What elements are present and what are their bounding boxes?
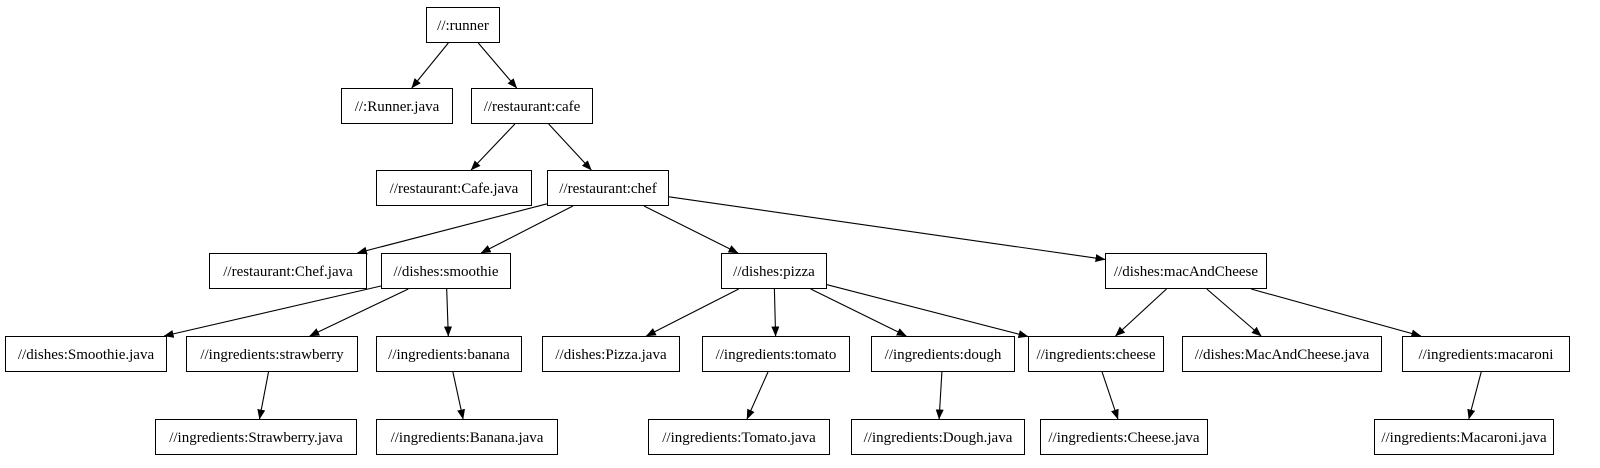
edge-pizza-to-tomato xyxy=(771,288,780,337)
node-runner: //:runner xyxy=(426,7,500,43)
edge-macandcheese-to-cheese xyxy=(1115,288,1167,337)
node-banana-java: //ingredients:Banana.java xyxy=(376,419,558,455)
edge-cafe-to-cafe_java xyxy=(470,123,516,171)
node-macandcheese-java: //dishes:MacAndCheese.java xyxy=(1182,336,1382,372)
node-chef: //restaurant:chef xyxy=(547,170,669,206)
edge-strawberry-to-strawberry_java xyxy=(257,371,270,420)
edge-macaroni-to-macaroni_java xyxy=(1467,371,1482,420)
edge-macandcheese-to-macaroni xyxy=(1250,288,1422,338)
edge-smoothie-to-banana xyxy=(443,288,452,337)
node-cafe: //restaurant:cafe xyxy=(471,88,593,124)
node-runner-java: //:Runner.java xyxy=(341,88,453,124)
edge-smoothie-to-strawberry xyxy=(309,288,409,337)
node-strawberry: //ingredients:strawberry xyxy=(186,336,358,372)
node-dough: //ingredients:dough xyxy=(871,336,1015,372)
node-dough-java: //ingredients:Dough.java xyxy=(851,419,1025,455)
edge-cafe-to-chef xyxy=(548,123,592,171)
edge-runner-to-runner_java xyxy=(411,42,449,89)
node-strawberry-java: //ingredients:Strawberry.java xyxy=(155,419,357,455)
edge-pizza-to-cheese xyxy=(826,284,1029,339)
edge-banana-to-banana_java xyxy=(452,371,465,420)
edge-cheese-to-cheese_java xyxy=(1101,371,1119,420)
edge-smoothie-to-smoothie_java xyxy=(163,285,382,338)
edge-pizza-to-dough xyxy=(810,288,907,337)
node-cheese: //ingredients:cheese xyxy=(1028,336,1164,372)
edge-chef-to-macandcheese xyxy=(668,196,1106,263)
edge-chef-to-smoothie xyxy=(480,205,574,254)
edge-macandcheese-to-macandcheese_java xyxy=(1206,288,1262,337)
node-smoothie: //dishes:smoothie xyxy=(381,253,511,289)
node-macaroni-java: //ingredients:Macaroni.java xyxy=(1374,419,1554,455)
node-pizza: //dishes:pizza xyxy=(721,253,827,289)
edge-chef-to-chef_java xyxy=(356,203,548,255)
node-chef-java: //restaurant:Chef.java xyxy=(209,253,367,289)
edge-pizza-to-pizza_java xyxy=(645,288,739,337)
edge-dough-to-dough_java xyxy=(935,371,944,420)
node-macaroni: //ingredients:macaroni xyxy=(1402,336,1570,372)
node-cheese-java: //ingredients:Cheese.java xyxy=(1040,419,1208,455)
edge-chef-to-pizza xyxy=(643,205,739,254)
node-cafe-java: //restaurant:Cafe.java xyxy=(376,170,532,206)
node-pizza-java: //dishes:Pizza.java xyxy=(542,336,680,372)
node-smoothie-java: //dishes:Smoothie.java xyxy=(5,336,167,372)
node-tomato: //ingredients:tomato xyxy=(702,336,850,372)
edge-tomato-to-tomato_java xyxy=(746,371,769,420)
node-banana: //ingredients:banana xyxy=(376,336,522,372)
node-tomato-java: //ingredients:Tomato.java xyxy=(648,419,830,455)
node-macandcheese: //dishes:macAndCheese xyxy=(1105,253,1267,289)
edge-runner-to-cafe xyxy=(477,42,518,89)
